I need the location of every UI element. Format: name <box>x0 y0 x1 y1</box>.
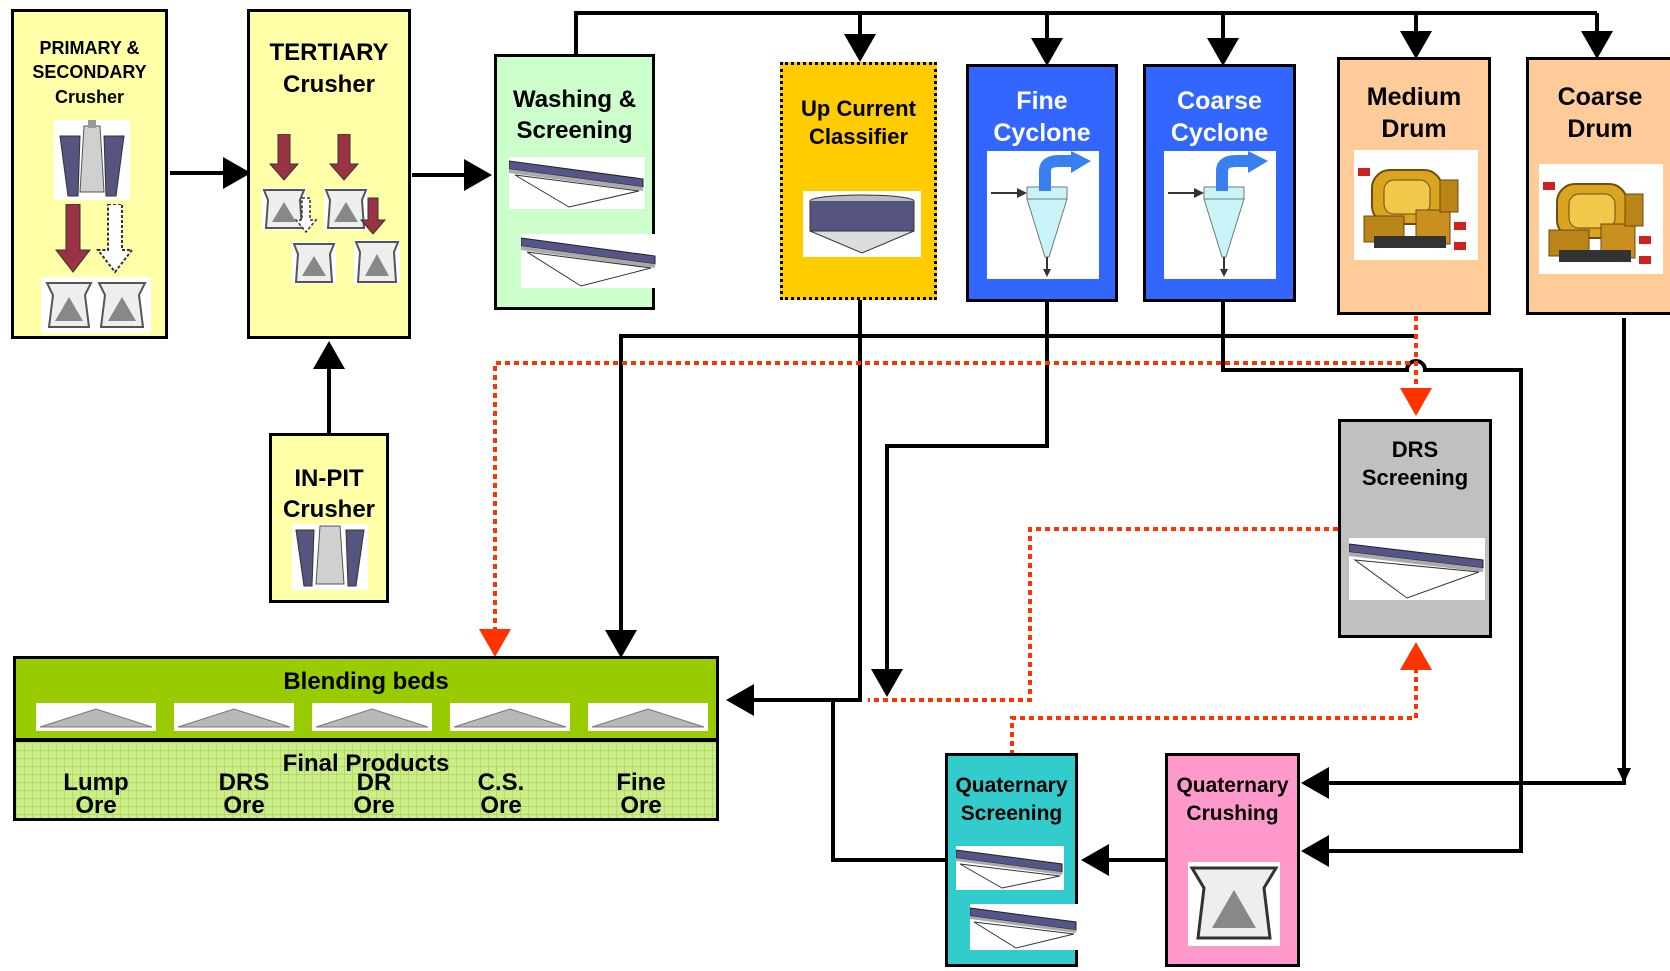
product-line1: DR <box>356 769 392 796</box>
flow-dotted-drs-to-blending <box>868 527 1338 702</box>
product-line2: Ore <box>223 791 265 819</box>
coarse-drum: Coarse Drum <box>1526 57 1670 315</box>
drum-separator-icon <box>1354 150 1478 260</box>
drs-line1: DRS <box>1391 437 1439 462</box>
up-current-classifier: Up Current Classifier <box>780 62 937 300</box>
flow-mediumdrum-to-blending <box>605 334 1416 658</box>
finecyclone-line1: Fine <box>1016 87 1068 115</box>
qscreening-line2: Screening <box>960 802 1063 825</box>
stockpile-1 <box>36 703 156 731</box>
product-fine-ore: Fine Ore <box>581 769 701 819</box>
cone-crusher-icon <box>1188 862 1280 946</box>
mediumdrum-line1: Medium <box>1366 83 1462 111</box>
washing-screening: Washing & Screening <box>494 54 657 310</box>
drs-line2: Screening <box>1361 465 1469 490</box>
product-line2: Ore <box>480 791 522 819</box>
product-cs-ore: C.S. Ore <box>441 769 561 819</box>
finecyclone-line2: Cyclone <box>993 119 1091 147</box>
qcrushing-line1: Quaternary <box>1176 774 1289 797</box>
stockpile-4 <box>450 703 570 731</box>
washing-line1: Washing & <box>512 86 637 113</box>
flow-coarsedrum-arrow <box>1617 768 1631 783</box>
qscreening-line1: Quaternary <box>955 774 1068 797</box>
product-drs-ore: DRS Ore <box>184 769 304 819</box>
final-products: Final Products Lump Ore DRS Ore DR Ore C… <box>13 739 719 821</box>
product-lump-ore: Lump Ore <box>36 769 156 819</box>
product-line2: Ore <box>75 791 117 819</box>
stockpile-2 <box>174 703 294 731</box>
inpit-crusher: IN-PIT Crusher <box>269 433 389 603</box>
fine-cyclone: Fine Cyclone <box>966 64 1118 302</box>
primary-line2: SECONDARY <box>32 62 147 82</box>
stockpile-3 <box>312 703 432 731</box>
product-line1: C.S. <box>477 769 525 796</box>
flow-upcurrent-to-blending <box>726 300 862 716</box>
qcrushing-line2: Crushing <box>1186 802 1279 825</box>
upcurrent-line1: Up Current <box>801 96 916 121</box>
quaternary-crushing: Quaternary Crushing <box>1165 753 1300 967</box>
upcurrent-line2: Classifier <box>808 124 909 149</box>
screen-deck-icon-drs <box>1349 538 1485 600</box>
coarsecyclone-line2: Cyclone <box>1170 119 1269 147</box>
tertiary-crushers-icon <box>262 134 400 284</box>
flow-finecyclone-to-blending <box>871 302 1049 697</box>
tertiary-line1: TERTIARY <box>269 39 389 66</box>
product-line2: Ore <box>620 791 662 819</box>
coarsecyclone-line1: Coarse <box>1177 87 1262 115</box>
product-dr-ore: DR Ore <box>314 769 434 819</box>
primary-line3: Crusher <box>54 87 125 107</box>
mediumdrum-line2: Drum <box>1381 115 1447 143</box>
product-line1: Lump <box>63 769 129 796</box>
primary-crusher-arrows-icon <box>54 204 134 274</box>
screen-deck-icon-2 <box>521 234 657 288</box>
stockpiles-icon <box>36 703 708 731</box>
blending-title: Blending beds <box>283 668 449 695</box>
product-line1: DRS <box>218 769 270 796</box>
flow-dotted-to-blending <box>479 361 1410 657</box>
inpit-line1: IN-PIT <box>294 465 364 492</box>
blending-beds: Blending beds <box>13 656 719 741</box>
product-line2: Ore <box>353 791 395 819</box>
primary-secondary-crusher: PRIMARY & SECONDARY Crusher <box>11 9 168 339</box>
tertiary-line2: Crusher <box>282 71 376 98</box>
tertiary-crusher: TERTIARY Crusher <box>247 9 411 339</box>
flow-dotted-qscreening-to-drs <box>1010 642 1432 755</box>
product-line1: Fine <box>616 769 666 796</box>
inpit-gyratory-icon <box>292 524 368 590</box>
cyclone-icon <box>987 151 1099 279</box>
medium-drum: Medium Drum <box>1337 57 1491 315</box>
classifier-tank-icon <box>803 191 921 257</box>
screen-deck-icon-q1 <box>956 846 1064 890</box>
screen-deck-icon-q2 <box>970 904 1078 950</box>
primary-line1: PRIMARY & <box>39 38 140 58</box>
flow-qscreening-return <box>831 700 945 862</box>
screen-deck-icon <box>509 157 645 209</box>
coarse-cyclone: Coarse Cyclone <box>1143 64 1296 302</box>
coarsedrum-line1: Coarse <box>1557 83 1643 111</box>
stockpile-5 <box>588 703 708 731</box>
coarsedrum-line2: Drum <box>1567 115 1633 143</box>
cyclone-icon-2 <box>1164 151 1276 279</box>
inpit-line2: Crusher <box>282 496 376 523</box>
drs-screening: DRS Screening <box>1338 419 1492 638</box>
cone-crushers-icon <box>41 277 151 333</box>
washing-line2: Screening <box>516 117 633 144</box>
gyratory-crusher-icon <box>54 120 130 200</box>
drum-separator-icon-2 <box>1539 164 1663 274</box>
quaternary-screening: Quaternary Screening <box>945 753 1078 967</box>
flow-washing-top-header <box>574 11 1597 54</box>
final-title: Final Products <box>282 750 450 777</box>
